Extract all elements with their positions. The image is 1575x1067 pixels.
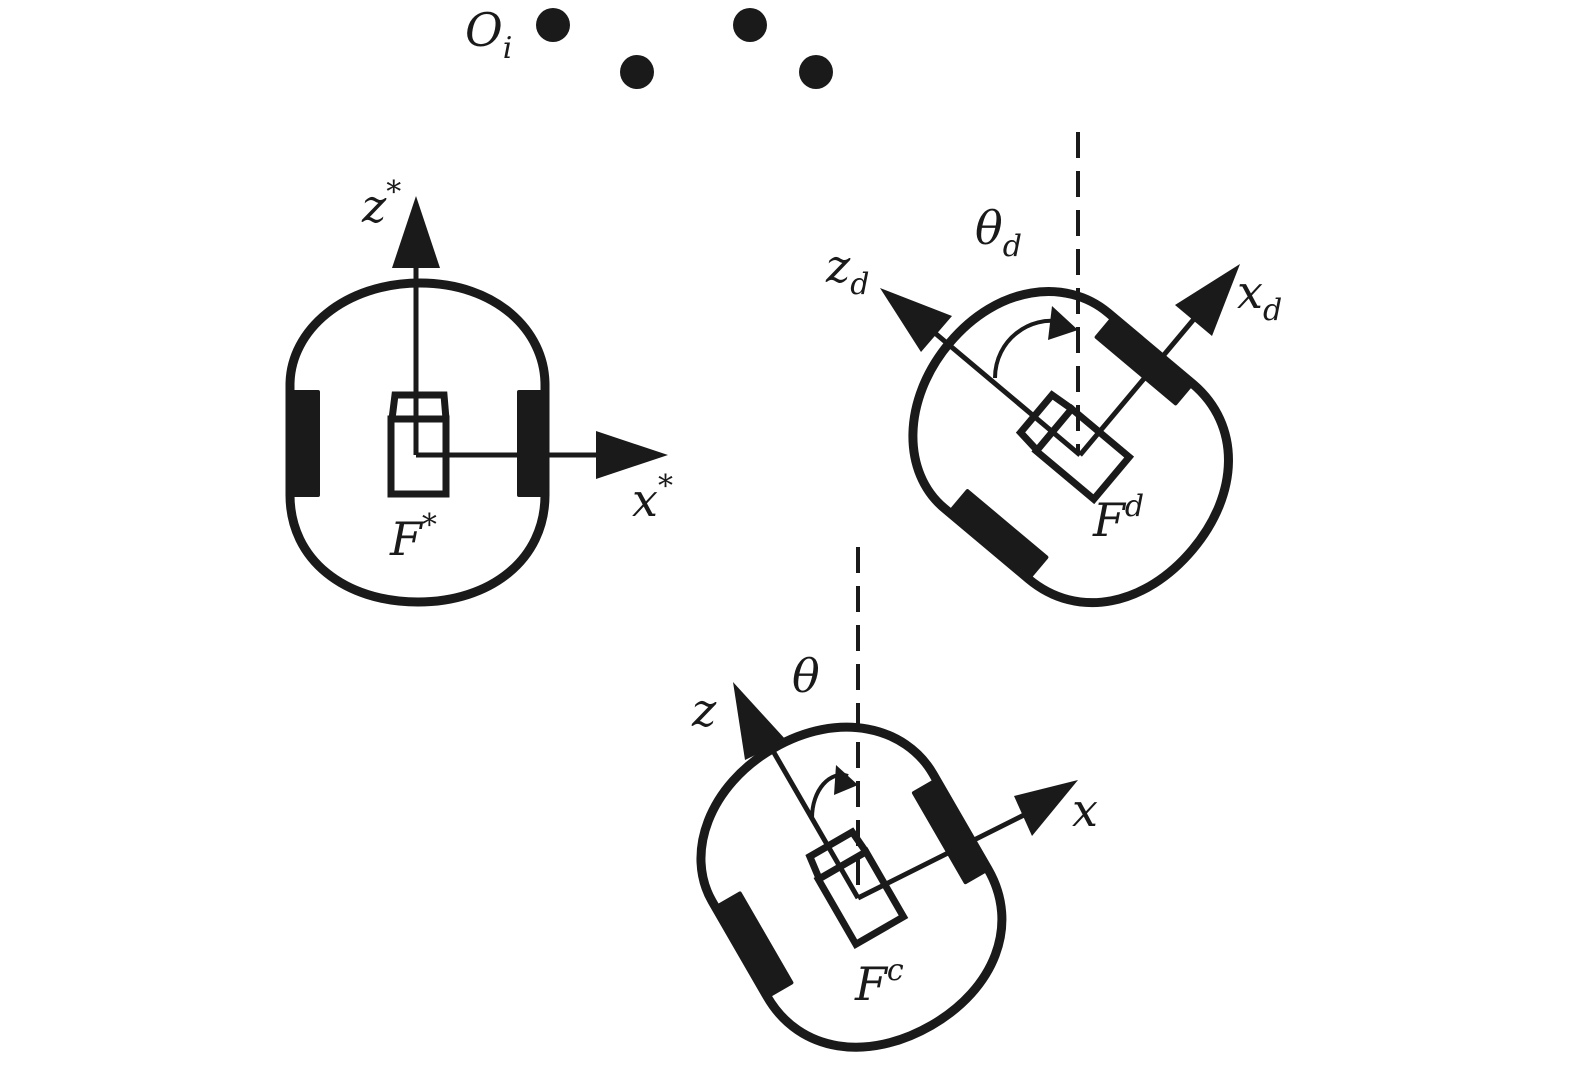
landmark-point xyxy=(733,8,767,42)
robot-body xyxy=(696,722,1007,1052)
right-wheel xyxy=(1094,315,1195,406)
left-wheel xyxy=(290,390,320,497)
left-wheel xyxy=(715,891,794,998)
landmark-point xyxy=(799,55,833,89)
frame-label: Fc xyxy=(854,953,904,1011)
right-wheel xyxy=(911,777,990,885)
landmark-points: Oi xyxy=(465,3,833,89)
angle-label: θd xyxy=(975,201,1022,264)
z-axis-label: zd xyxy=(825,239,869,302)
z-axis-arrowhead xyxy=(392,196,440,268)
landmark-point xyxy=(536,8,570,42)
desired-robot: θd zd xd Fd xyxy=(825,132,1282,608)
landmark-point xyxy=(620,55,654,89)
x-axis-label: x* xyxy=(632,469,673,527)
angle-label: θ xyxy=(792,649,820,703)
x-axis-label: x xyxy=(1072,783,1098,837)
x-axis-arrowhead xyxy=(1014,780,1078,836)
angle-arc-arrowhead xyxy=(834,765,858,795)
x-axis xyxy=(856,809,1032,901)
z-axis-label: z xyxy=(691,683,717,737)
z-axis xyxy=(921,321,1082,457)
angle-arc-arrowhead xyxy=(1048,306,1078,340)
z-axis-arrowhead xyxy=(733,682,786,760)
z-axis-label: z* xyxy=(361,175,401,233)
x-axis-label: xd xyxy=(1237,265,1282,328)
camera-icon xyxy=(805,827,909,950)
z-axis xyxy=(755,723,861,900)
z-axis-arrowhead xyxy=(880,288,952,352)
left-wheel xyxy=(948,489,1049,580)
landmark-label: Oi xyxy=(465,3,512,66)
current-robot: θ z x Fc xyxy=(691,547,1098,1052)
x-axis-arrowhead xyxy=(596,431,668,479)
reference-robot: z* x* F* xyxy=(285,175,673,607)
frame-label: F* xyxy=(389,508,437,566)
x-axis-arrowhead xyxy=(1175,264,1240,336)
frame-label: Fd xyxy=(1092,489,1144,547)
x-axis xyxy=(1078,317,1196,457)
right-wheel xyxy=(517,390,547,497)
